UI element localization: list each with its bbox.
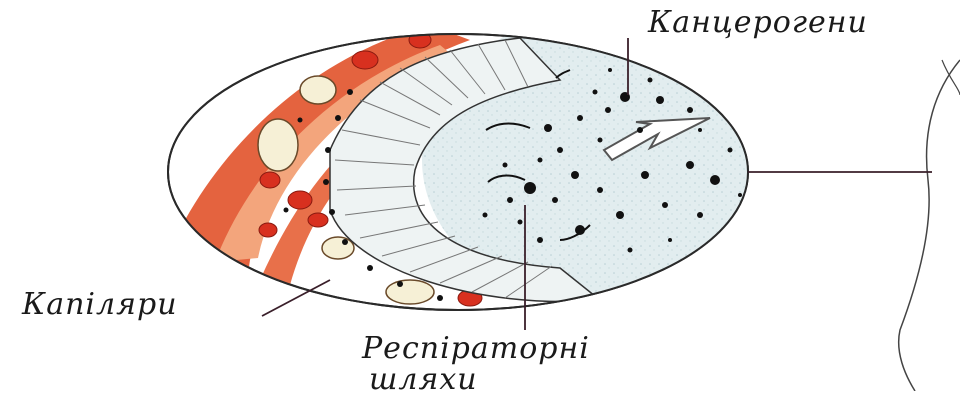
lung-outline: [899, 60, 960, 391]
white-cell: [258, 119, 298, 171]
label-airways-line1: Респіраторні: [362, 334, 590, 364]
label-capillaries: Капіляри: [22, 290, 178, 320]
magnifier-circle-icon: [168, 10, 802, 320]
label-carcinogens: Канцерогени: [648, 8, 868, 38]
